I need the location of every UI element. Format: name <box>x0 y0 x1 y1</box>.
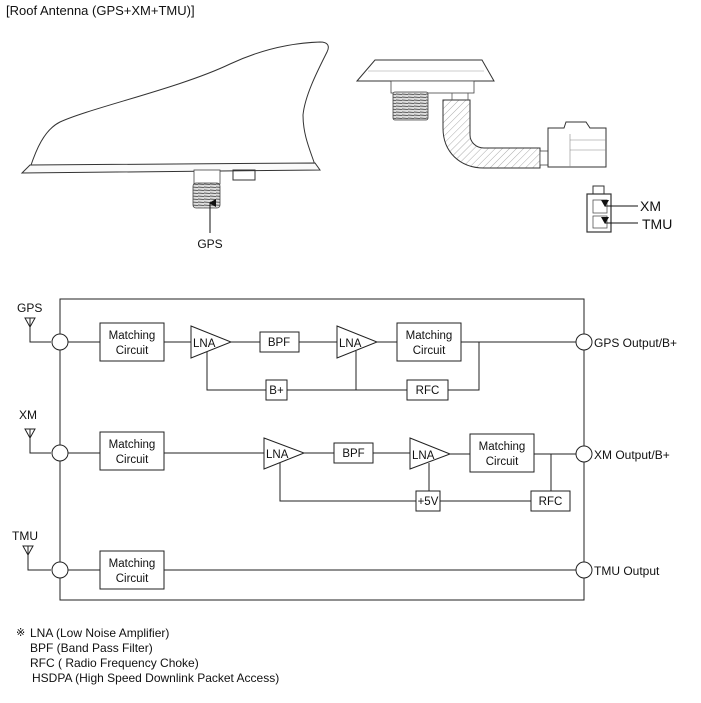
base-plate <box>355 59 495 82</box>
xm-lna-1 <box>263 437 306 470</box>
abbreviation-notes: ※ LNA (Low Noise Amplifier) BPF (Band Pa… <box>16 626 280 686</box>
gps-rfc <box>406 379 449 401</box>
cable-collar <box>539 150 549 166</box>
box-label: Matching <box>109 330 156 342</box>
note-item: HSDPA (High Speed Downlink Packet Access… <box>32 671 280 685</box>
box-label: Circuit <box>116 345 149 357</box>
cable <box>442 99 541 169</box>
xm-bias-wire <box>279 454 552 502</box>
box-label: Matching <box>406 330 453 342</box>
connector-thread <box>192 182 221 209</box>
tmu-pin <box>592 215 608 229</box>
tmu-pin-label: TMU <box>642 216 672 232</box>
fin-body <box>29 41 329 169</box>
lna-label: LNA <box>193 338 216 350</box>
note-item: BPF (Band Pass Filter) <box>30 641 153 655</box>
base-housing <box>390 80 475 94</box>
lna-label: LNA <box>412 450 435 462</box>
tmu-antenna-icon <box>22 545 51 571</box>
box-label: Circuit <box>116 454 149 466</box>
rfc-label: RFC <box>539 496 563 508</box>
xm-rfc <box>530 490 571 512</box>
xm-pin-label: XM <box>640 198 661 214</box>
bpf-label: BPF <box>342 448 364 460</box>
box-label: Matching <box>109 439 156 451</box>
note-item: LNA (Low Noise Amplifier) <box>30 626 170 640</box>
gps-output-label: GPS Output/B+ <box>594 336 677 350</box>
plus5v-label: +5V <box>418 496 439 508</box>
fin-base <box>20 162 321 174</box>
gps-input-label: GPS <box>17 301 42 315</box>
tmu-output-terminal <box>575 561 593 579</box>
xm-input-label: XM <box>19 408 37 422</box>
box-label: Circuit <box>116 573 149 585</box>
xm-pin <box>592 199 608 214</box>
gps-b-plus <box>265 379 288 401</box>
base-tab <box>232 169 256 181</box>
connector-pin-face: XM TMU <box>586 185 672 233</box>
box-label: Matching <box>109 558 156 570</box>
note-mark: ※ <box>16 627 26 639</box>
note-item: RFC ( Radio Frequency Choke) <box>30 656 199 670</box>
box-label: Circuit <box>413 345 446 357</box>
xm-output-terminal <box>575 445 593 463</box>
xm-antenna-icon <box>24 428 51 454</box>
box-label: Circuit <box>486 456 519 468</box>
lna-label: LNA <box>339 338 362 350</box>
gps-connector-label: GPS <box>197 237 222 251</box>
b-plus-label: B+ <box>269 385 284 397</box>
box-label: Matching <box>479 441 526 453</box>
block-diagram: GPS Matching Circuit LNA BPF LNA Matchin… <box>12 298 677 601</box>
lna-label: LNA <box>266 449 289 461</box>
gps-matching-circuit-in <box>99 322 165 362</box>
tmu-input-terminal <box>51 561 69 579</box>
bpf-label: BPF <box>268 337 290 349</box>
gps-lna-2 <box>336 325 379 359</box>
cable-connector <box>547 121 607 168</box>
gps-bias-wire <box>206 342 480 391</box>
shark-fin-antenna-side-view: GPS <box>20 41 329 251</box>
gps-channel: GPS Matching Circuit LNA BPF LNA Matchin… <box>17 301 677 401</box>
connector-housing <box>193 169 221 185</box>
gps-input-terminal <box>51 333 69 351</box>
xm-plus-5v <box>415 490 441 512</box>
gps-output-terminal <box>575 333 593 351</box>
xm-lna-2 <box>409 437 452 470</box>
xm-input-terminal <box>51 444 69 462</box>
antenna-base-cable-view <box>355 59 607 169</box>
base-thread <box>392 91 429 121</box>
gps-antenna-icon <box>24 317 51 343</box>
tmu-output-label: TMU Output <box>594 564 660 578</box>
xm-matching-circuit-in <box>99 431 165 471</box>
xm-channel: XM Matching Circuit LNA BPF LNA Matching… <box>19 408 670 512</box>
page-title: [Roof Antenna (GPS+XM+TMU)] <box>6 3 195 18</box>
xm-output-label: XM Output/B+ <box>594 448 670 462</box>
xm-matching-circuit-out <box>469 433 535 473</box>
gps-lna-1 <box>190 325 233 359</box>
tmu-matching-circuit <box>99 550 165 590</box>
tmu-channel: TMU Matching Circuit TMU Output <box>12 529 660 590</box>
rfc-label: RFC <box>416 385 440 397</box>
tmu-input-label: TMU <box>12 529 38 543</box>
